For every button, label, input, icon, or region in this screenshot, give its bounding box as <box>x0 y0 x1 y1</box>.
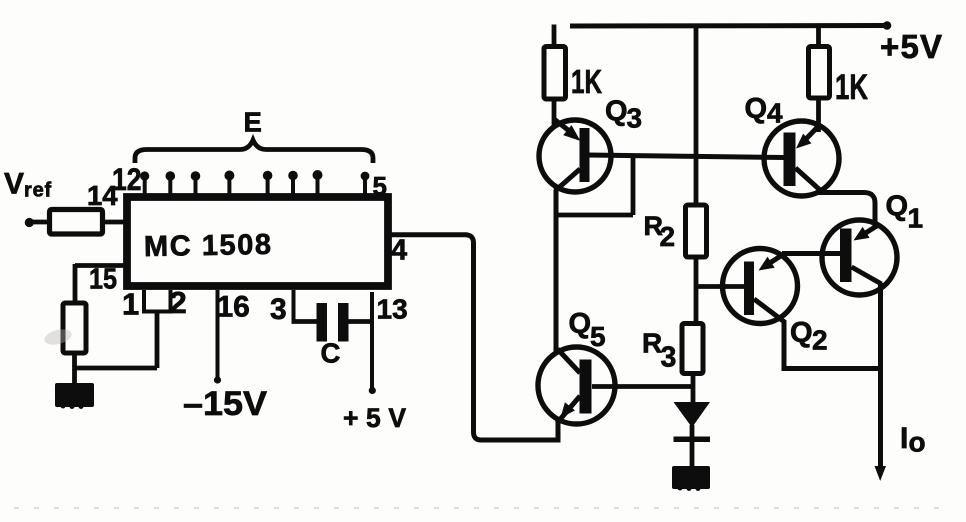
svg-text:Q: Q <box>745 93 768 125</box>
svg-text:16: 16 <box>217 291 250 324</box>
svg-text:5: 5 <box>590 321 606 352</box>
svg-text:5: 5 <box>373 171 387 201</box>
svg-text:Q: Q <box>790 317 813 349</box>
svg-text:13: 13 <box>377 294 408 325</box>
svg-text:4: 4 <box>391 235 407 267</box>
svg-text:V: V <box>4 168 24 201</box>
svg-text:+5V: +5V <box>343 403 406 433</box>
svg-text:E: E <box>244 107 262 138</box>
svg-text:R: R <box>644 211 664 241</box>
svg-text:Q: Q <box>569 308 592 340</box>
svg-text:3: 3 <box>627 103 643 134</box>
svg-text:+5V: +5V <box>880 28 942 65</box>
svg-text:4: 4 <box>767 98 783 129</box>
svg-text:MC 1508: MC 1508 <box>144 229 272 263</box>
svg-text:I: I <box>900 422 908 455</box>
svg-text:2: 2 <box>660 221 676 252</box>
svg-text:Q: Q <box>886 191 909 223</box>
svg-text:1: 1 <box>122 287 139 322</box>
svg-text:ref: ref <box>24 180 52 202</box>
svg-text:1: 1 <box>908 203 924 234</box>
svg-text:12: 12 <box>112 161 142 197</box>
svg-text:–15V: –15V <box>183 385 267 423</box>
svg-text:3: 3 <box>270 293 287 326</box>
svg-text:3: 3 <box>661 342 677 374</box>
svg-text:o: o <box>909 427 926 458</box>
svg-text:15: 15 <box>89 264 117 296</box>
svg-text:Q: Q <box>605 96 628 128</box>
svg-text:2: 2 <box>170 285 187 320</box>
svg-text:C: C <box>321 338 341 369</box>
svg-text:R: R <box>642 328 662 359</box>
svg-text:1K: 1K <box>835 68 868 107</box>
svg-text:2: 2 <box>812 325 828 356</box>
svg-text:1K: 1K <box>571 63 602 100</box>
svg-text:14: 14 <box>87 180 118 211</box>
